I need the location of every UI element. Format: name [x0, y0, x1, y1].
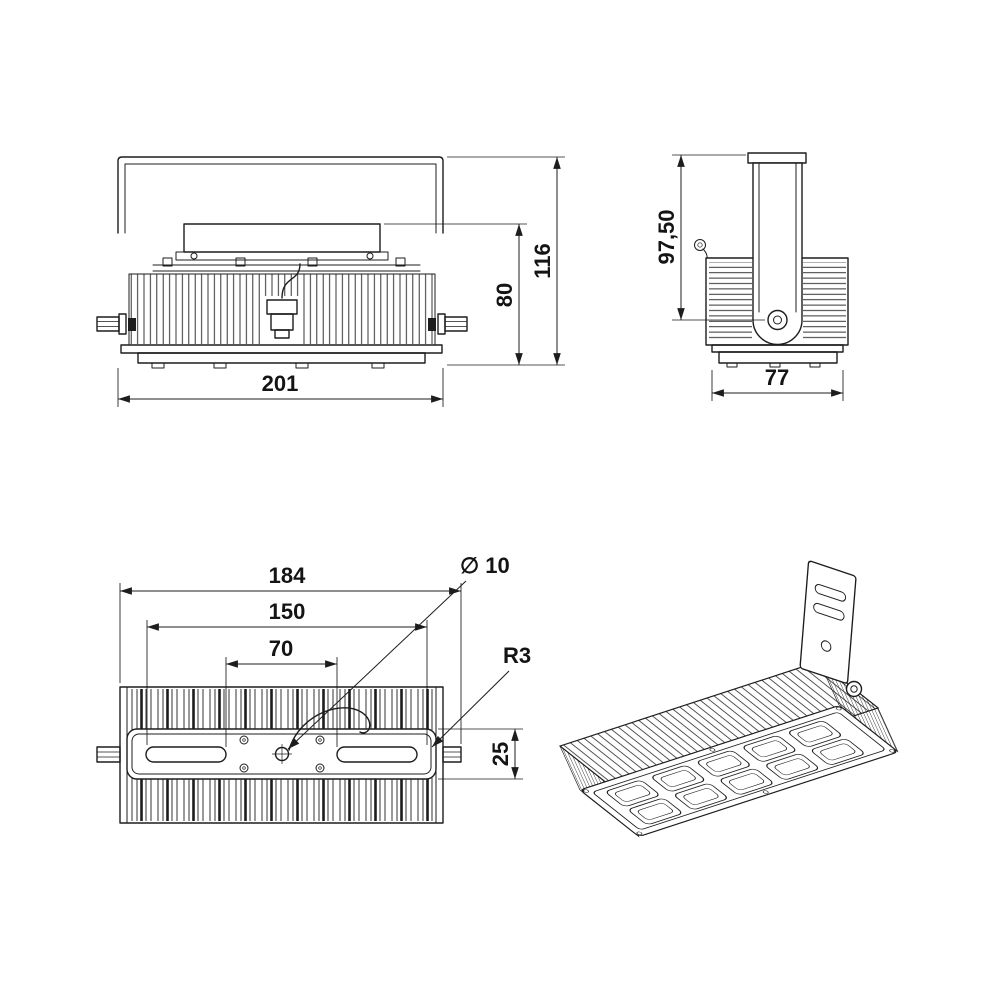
- iso-led-face: [581, 706, 897, 836]
- side-cable-loop: [694, 239, 708, 259]
- dim-plan-slot-inner-span: 70: [269, 636, 293, 661]
- iso-mounting-bracket: [799, 560, 857, 684]
- front-mounting-strip: [152, 257, 421, 272]
- front-cable-gland: [262, 263, 302, 344]
- dim-plan-slot-outer-span: 150: [269, 599, 306, 624]
- front-view: 201 80 116: [96, 156, 565, 407]
- side-base-frame: [711, 344, 844, 368]
- dim-front-overall-height: 116: [530, 243, 555, 279]
- dim-side-pivot-height: 97,50: [654, 209, 679, 264]
- front-dimensions: 201 80 116: [117, 156, 565, 407]
- side-heatsink: [705, 257, 849, 346]
- dim-plan-overall-width: 184: [269, 563, 306, 588]
- plan-cable-loop: [288, 707, 371, 751]
- dim-plan-hole-diameter: ∅ 10: [460, 553, 510, 578]
- dim-front-overall-width: 201: [262, 371, 299, 396]
- dim-front-body-height: 80: [492, 283, 517, 307]
- dim-side-base-width: 77: [765, 365, 789, 390]
- plan-dimensions: 184 150 70 ∅ 10 R3 25: [119, 553, 531, 780]
- front-bracket: [117, 156, 444, 234]
- front-base-frame: [120, 344, 443, 369]
- side-bracket-arm: [747, 152, 807, 346]
- plan-side-bolts: [96, 746, 462, 763]
- dim-plan-bracket-width: 25: [488, 742, 513, 766]
- corner-radius-leader-line: [431, 670, 510, 748]
- dim-plan-corner-radius: R3: [503, 643, 531, 668]
- plan-mounting-bracket: [126, 728, 437, 780]
- side-view: 97,50 77: [654, 152, 849, 401]
- front-side-bolts: [96, 313, 468, 335]
- plan-view: 184 150 70 ∅ 10 R3 25: [96, 553, 531, 824]
- isometric-view: [559, 560, 899, 838]
- front-driver-box: [175, 223, 389, 261]
- iso-adjustment-knob: [845, 680, 863, 698]
- side-dimensions: 97,50 77: [654, 154, 844, 401]
- hole-diameter-leader-line: [287, 580, 467, 750]
